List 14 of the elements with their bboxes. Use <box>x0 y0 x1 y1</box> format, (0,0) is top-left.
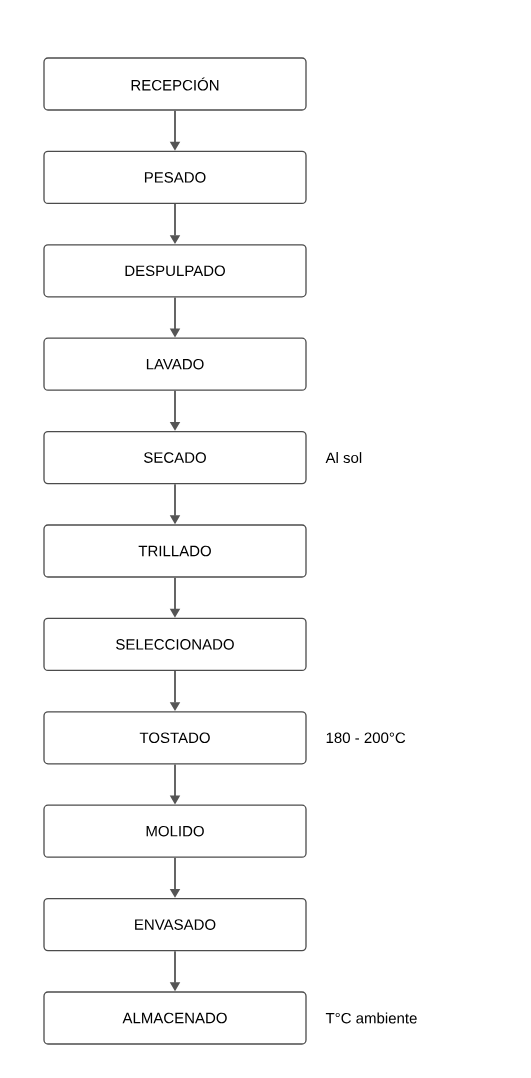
process-box: SELECCIONADO <box>43 617 307 672</box>
process-box: TOSTADO <box>43 711 307 765</box>
process-box: PESADO <box>43 150 307 205</box>
process-box: MOLIDO <box>43 804 307 858</box>
process-box: TRILLADO <box>43 524 307 578</box>
process-box: ALMACENADO <box>43 991 307 1045</box>
process-box: RECEPCIÓN <box>43 57 307 111</box>
side-note: T°C ambiente <box>325 1012 417 1024</box>
process-box: LAVADO <box>43 337 307 391</box>
process-box: DESPULPADO <box>43 244 307 298</box>
side-note: 180 - 200°C <box>326 732 406 744</box>
side-note: Al sol <box>325 452 362 464</box>
process-box: ENVASADO <box>43 897 307 952</box>
process-box: SECADO <box>43 430 307 485</box>
